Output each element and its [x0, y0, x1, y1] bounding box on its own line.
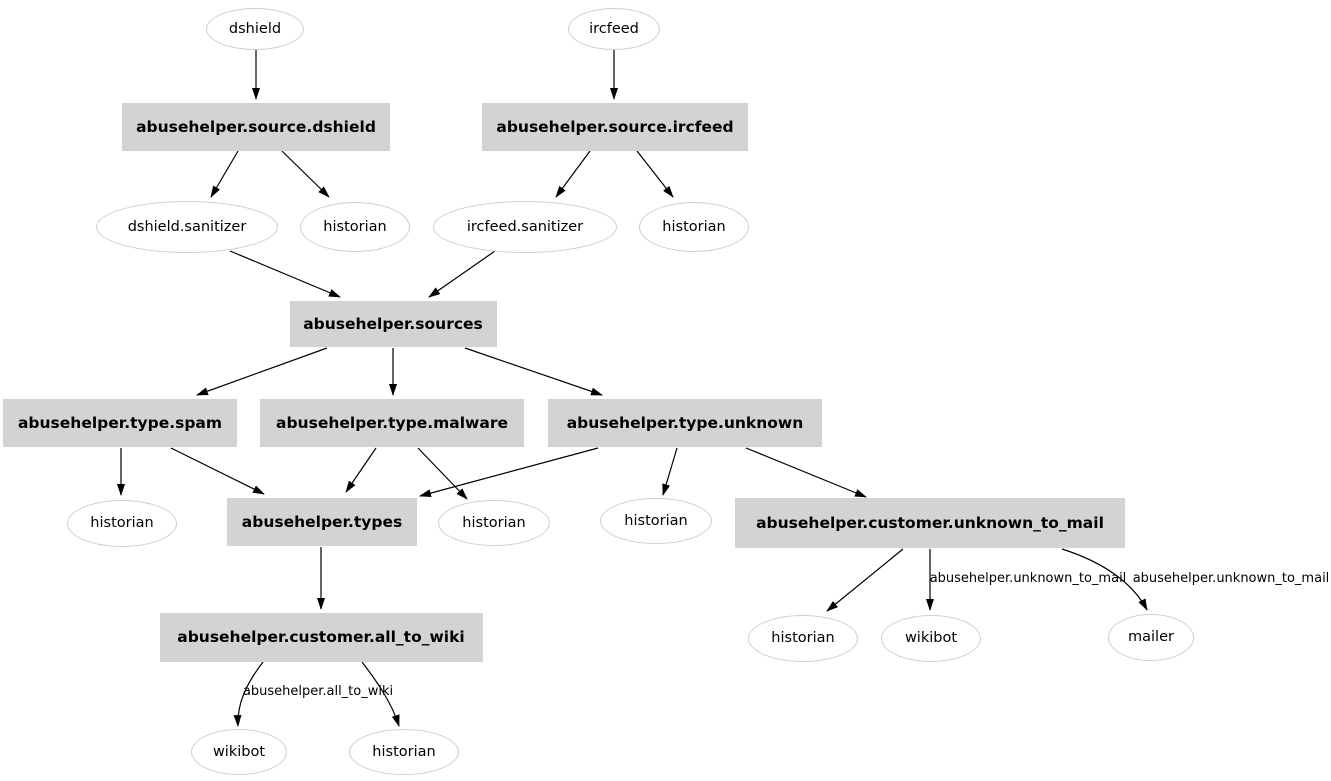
node-historian-dshield: historian: [300, 202, 410, 252]
edge-type-malware-to-types: [345, 447, 377, 493]
node-types: abusehelper.types: [227, 498, 417, 546]
node-source-dshield: abusehelper.source.dshield: [122, 103, 390, 151]
edge-type-unknown-to-customer-unknown-to-mail: [745, 447, 867, 498]
edge-label-customer-unknown-to-mail-to-mailer: abusehelper.unknown_to_mail: [1133, 571, 1330, 586]
edge-label-customer-unknown-to-mail-to-wikibot-mail: abusehelper.unknown_to_mail: [930, 571, 1127, 586]
node-historian-wiki: historian: [349, 729, 459, 775]
node-type-malware: abusehelper.type.malware: [260, 399, 524, 447]
node-ircfeed-feed: ircfeed: [568, 8, 660, 50]
node-ircfeed-sanitizer: ircfeed.sanitizer: [433, 201, 617, 253]
node-wikibot-wiki: wikibot: [191, 729, 287, 775]
edge-ircfeed-sanitizer-to-sources: [428, 250, 496, 298]
node-source-ircfeed: abusehelper.source.ircfeed: [482, 103, 748, 151]
edge-customer-unknown-to-mail-to-historian-mail: [826, 548, 904, 612]
node-customer-unknown-to-mail: abusehelper.customer.unknown_to_mail: [735, 498, 1125, 548]
edge-customer-all-to-wiki-to-wikibot-wiki: [233, 661, 264, 727]
node-dshield-sanitizer: dshield.sanitizer: [96, 201, 278, 253]
edge-source-ircfeed-to-historian-ircfeed: [636, 150, 674, 198]
node-dshield-feed: dshield: [206, 8, 304, 50]
edge-sources-to-type-spam: [196, 347, 328, 396]
node-sources: abusehelper.sources: [289, 301, 497, 347]
edge-type-malware-to-historian-malware: [417, 447, 468, 500]
node-historian-ircfeed: historian: [639, 202, 749, 252]
node-wikibot-mail: wikibot: [881, 614, 981, 662]
edge-dshield-sanitizer-to-sources: [229, 250, 341, 298]
node-customer-all-to-wiki: abusehelper.customer.all_to_wiki: [159, 612, 483, 662]
edge-sources-to-type-unknown: [464, 347, 603, 396]
node-historian-unknown: historian: [600, 498, 712, 544]
edge-type-unknown-to-historian-unknown: [662, 447, 678, 496]
edge-type-unknown-to-types: [419, 447, 599, 497]
node-type-spam: abusehelper.type.spam: [3, 399, 237, 447]
edge-label-customer-all-to-wiki-to-historian-wiki: abusehelper.all_to_wiki: [243, 684, 393, 699]
node-historian-spam: historian: [67, 499, 177, 547]
edge-customer-all-to-wiki-to-historian-wiki: [361, 661, 400, 727]
node-mailer: mailer: [1108, 613, 1194, 661]
node-historian-malware: historian: [438, 500, 550, 546]
edge-source-ircfeed-to-ircfeed-sanitizer: [555, 150, 591, 198]
node-historian-mail: historian: [748, 614, 858, 662]
edge-customer-unknown-to-mail-to-mailer: [1061, 548, 1148, 611]
edge-source-dshield-to-historian-dshield: [281, 150, 330, 198]
node-type-unknown: abusehelper.type.unknown: [548, 399, 822, 447]
edge-type-spam-to-types: [170, 447, 265, 495]
edge-source-dshield-to-dshield-sanitizer: [210, 150, 239, 198]
